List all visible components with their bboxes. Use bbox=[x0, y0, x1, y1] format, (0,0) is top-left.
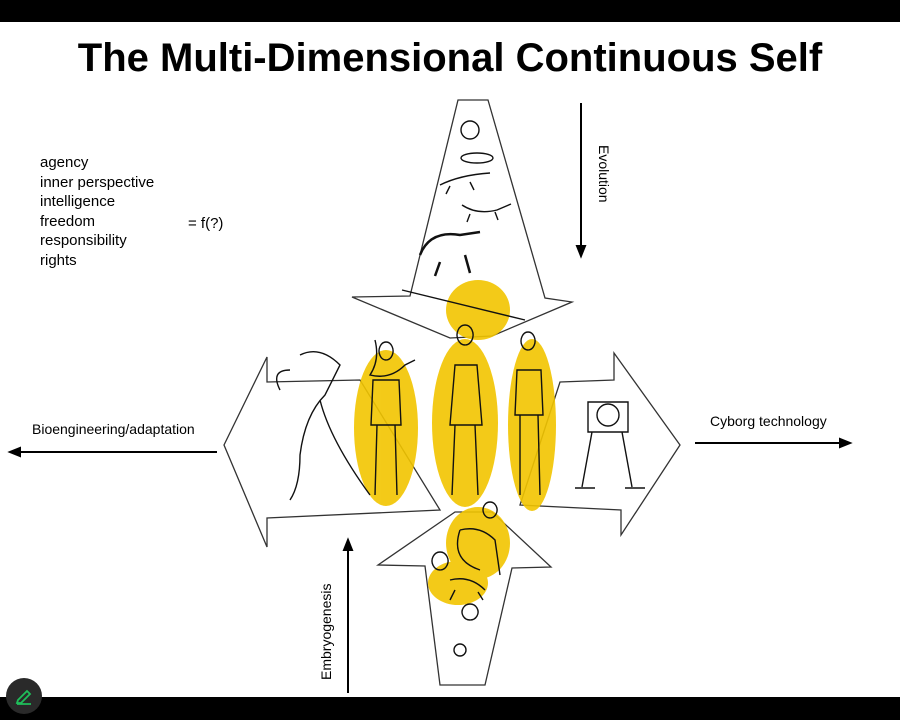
child-sketch bbox=[370, 341, 402, 496]
embryo-sketch bbox=[461, 603, 479, 621]
baby-highlight bbox=[428, 561, 488, 605]
property-item: rights bbox=[40, 251, 77, 269]
amphibian-sketch bbox=[439, 172, 491, 195]
property-item: intelligence bbox=[40, 193, 116, 210]
embryogenesis-label: Embryogenesis bbox=[318, 583, 334, 681]
properties-list: agency inner perspective intelligence fr… bbox=[40, 153, 154, 270]
snake-sketch bbox=[368, 339, 416, 377]
adult-highlight bbox=[432, 339, 498, 507]
property-item: inner perspective bbox=[40, 173, 155, 191]
cell-sketch bbox=[460, 120, 480, 140]
bioengineering-label: Bioengineering/adaptation bbox=[32, 421, 195, 437]
cyborg-arrowhead bbox=[839, 437, 853, 449]
crouching-man-sketch bbox=[456, 501, 501, 576]
crouching-man-highlight bbox=[446, 507, 510, 579]
egg-cell-sketch bbox=[453, 643, 467, 657]
slide-title: The Multi-Dimensional Continuous Self bbox=[77, 36, 823, 80]
caveman-highlight bbox=[446, 280, 510, 340]
function-label: = f(?) bbox=[188, 215, 224, 232]
spear-sketch bbox=[401, 289, 526, 321]
property-item: freedom bbox=[40, 212, 96, 230]
monkey-sketch bbox=[418, 230, 481, 277]
cyborg-child-sketch bbox=[514, 331, 544, 496]
baby-sketch bbox=[431, 551, 486, 601]
pencil-icon bbox=[15, 689, 32, 705]
bioengineering-arrowhead bbox=[7, 446, 21, 458]
embryogenesis-arrowhead bbox=[342, 537, 354, 551]
property-item: responsibility bbox=[40, 232, 127, 249]
cyborg-label: Cyborg technology bbox=[710, 413, 827, 429]
brain-sketch bbox=[596, 403, 620, 427]
evolution-label: Evolution bbox=[596, 145, 612, 203]
fish-sketch bbox=[460, 152, 494, 164]
cyborg-child-highlight bbox=[508, 339, 556, 511]
robot-brain-sketch bbox=[575, 401, 645, 489]
annotate-button[interactable] bbox=[6, 678, 42, 714]
property-item: agency bbox=[40, 154, 89, 171]
evolution-arrowhead bbox=[575, 245, 587, 259]
adult-sketch bbox=[449, 324, 483, 496]
child-highlight bbox=[354, 350, 418, 506]
mammal-sketch bbox=[461, 203, 512, 223]
alien-sketch bbox=[276, 351, 371, 501]
